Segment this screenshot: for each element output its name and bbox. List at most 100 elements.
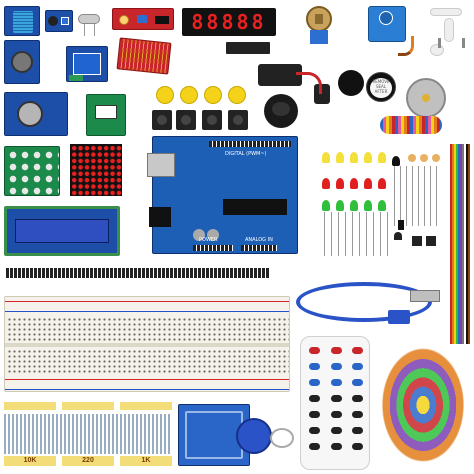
remote-key-2 — [330, 411, 342, 418]
resistor-strip-220-bottom — [62, 456, 114, 466]
led-green — [378, 200, 386, 211]
arduino-analog-header — [241, 245, 277, 251]
resistor-strip-1k — [120, 402, 172, 410]
sound-sensor-module — [45, 10, 73, 32]
ic-chip — [226, 42, 270, 54]
capacitor — [207, 229, 219, 241]
led-matrix-8x8 — [70, 144, 122, 196]
stepper-driver-board — [86, 94, 126, 136]
breadboard-holes-top — [7, 317, 289, 341]
stepper-ribbon-cable — [380, 116, 442, 134]
led-yellow — [336, 152, 344, 163]
button-cap — [180, 86, 198, 104]
remote-key-vol-up — [330, 379, 342, 386]
crystal-leg-1 — [84, 24, 85, 36]
breadboard — [4, 296, 290, 392]
jumper-wire-bundle — [450, 144, 470, 344]
breadboard-rail-blue — [5, 389, 289, 390]
photoresistor — [432, 154, 440, 162]
buzzer-sealed: REMOVE SEAL AFTER — [366, 72, 396, 102]
remote-key-200 — [352, 395, 363, 402]
button-cap — [204, 86, 222, 104]
screw — [438, 38, 441, 48]
resistor-label-10k: 10K — [23, 457, 37, 464]
remote-key-9 — [352, 443, 363, 450]
led-green — [336, 200, 344, 211]
rfid-tag-icon — [236, 418, 272, 454]
remote-key-5 — [330, 427, 342, 434]
stepper-motor — [406, 78, 446, 118]
remote-key-7 — [309, 443, 320, 450]
ir-receiver — [398, 220, 404, 230]
capacitor — [193, 229, 205, 241]
ir-led — [392, 156, 400, 166]
led-red — [364, 178, 372, 189]
servo-wires — [398, 36, 414, 56]
led-yellow — [350, 152, 358, 163]
transistor — [394, 232, 402, 240]
buzzer-sticker-line-2: SEAL — [375, 84, 387, 89]
breadboard-rail-red — [5, 379, 289, 380]
crystal-component — [78, 14, 100, 24]
remote-key-8 — [330, 443, 342, 450]
flame-sensor-module — [112, 8, 174, 30]
relay-module — [66, 46, 108, 82]
breadboard-channel — [5, 343, 289, 347]
arduino-analog-label: ANALOG IN — [245, 237, 273, 243]
led-red — [350, 178, 358, 189]
pin-header-strip — [6, 268, 270, 278]
tactile-switch — [176, 110, 196, 130]
component-legs — [394, 166, 442, 226]
rfid-keyring — [270, 428, 294, 448]
remote-key-4 — [309, 427, 320, 434]
joystick-module-board — [4, 40, 40, 84]
arduino-power-header — [193, 245, 233, 251]
joystick-cap-top — [272, 102, 290, 116]
battery-wire-red — [296, 72, 322, 94]
resistor-label-1k: 1K — [141, 457, 151, 464]
arduino-digital-label: DIGITAL (PWM~) — [225, 151, 267, 157]
resistor-strip-10k-bottom — [4, 456, 56, 466]
potentiometer-base — [310, 30, 328, 44]
led-yellow — [378, 152, 386, 163]
servo-horn-icon — [430, 44, 444, 56]
led-green — [350, 200, 358, 211]
power-jack — [149, 207, 171, 227]
remote-key-ch — [330, 347, 342, 354]
atmega-chip — [223, 199, 287, 215]
breadboard-rail-red — [5, 301, 289, 302]
crystal-leg-2 — [94, 24, 95, 36]
lcd-1602-display — [4, 206, 120, 256]
usb-port — [147, 153, 175, 177]
battery-clip — [258, 64, 302, 86]
remote-key-ch-plus — [352, 347, 363, 354]
arduino-uno-board: DIGITAL (PWM~) POWER ANALOG IN — [147, 136, 298, 254]
remote-key-100 — [330, 395, 342, 402]
led-red — [336, 178, 344, 189]
rtc-clock-module — [4, 92, 68, 136]
tactile-switch — [202, 110, 222, 130]
transistor — [412, 236, 422, 246]
tactile-switch — [152, 110, 172, 130]
remote-key-1 — [309, 411, 320, 418]
resistor-strip-10k — [4, 402, 56, 410]
led-red — [378, 178, 386, 189]
breadboard-holes-bottom — [7, 349, 289, 373]
led-yellow — [364, 152, 372, 163]
photoresistor — [420, 154, 428, 162]
dht11-sensor-module — [4, 6, 40, 36]
remote-key-play — [352, 363, 363, 370]
servo-motor — [368, 6, 406, 42]
usb-plug-a — [410, 290, 440, 302]
resistors — [4, 414, 172, 454]
remote-key-eq — [352, 379, 363, 386]
photoresistor — [408, 154, 416, 162]
servo-horn-icon — [430, 8, 462, 16]
resistor-strip-220 — [62, 402, 114, 410]
usb-plug-b — [388, 310, 410, 324]
buzzer — [338, 70, 364, 96]
breadboard-rail-blue — [5, 311, 289, 312]
remote-key-3 — [352, 411, 363, 418]
usb-cable-icon — [296, 282, 432, 322]
servo-horn-icon — [444, 18, 454, 42]
